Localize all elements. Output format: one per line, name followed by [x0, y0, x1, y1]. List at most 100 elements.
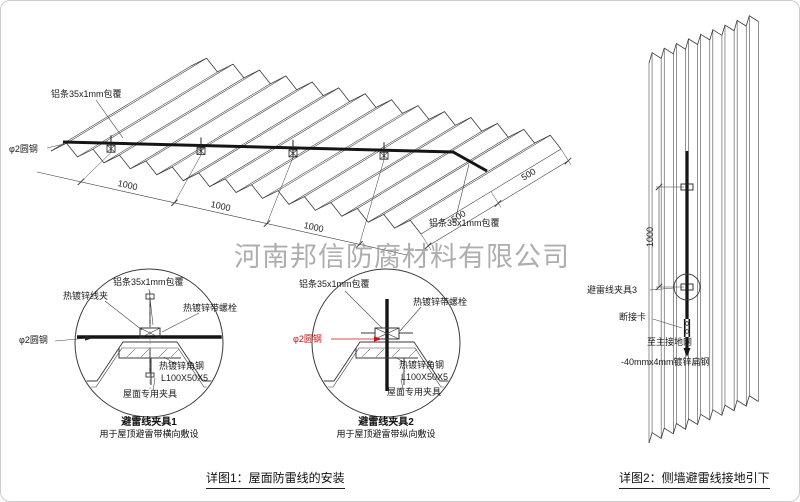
leader-line — [455, 163, 470, 218]
corrugation-ridge-line — [262, 113, 403, 199]
detail2-title: 避雷线夹具2 — [358, 417, 414, 428]
angle-steel — [118, 348, 181, 359]
corrugation-ridge-line — [341, 131, 482, 217]
wall-clamp3-label: 避雷线夹具3 — [587, 285, 638, 295]
wall-top-profile — [648, 15, 759, 64]
clamp-hatch — [288, 149, 298, 158]
leader-line — [394, 356, 406, 364]
detail2-rod-label: φ2圆钢 — [293, 334, 322, 344]
roof-strip-label-top: 铝条35x1mm包覆 — [51, 89, 122, 99]
corrugation-ridge-line — [156, 89, 297, 175]
leader-line — [104, 300, 143, 331]
dimension-texts: 1000 1000 1000 500 500 1000 — [117, 166, 655, 247]
corrugation-ridge-line — [92, 63, 234, 150]
wire-clamp — [288, 149, 298, 158]
dim-tick — [494, 199, 502, 208]
corrugation-ridge-line — [383, 129, 524, 215]
detail2-circle — [311, 268, 461, 418]
detail1-rod-label: φ2圆钢 — [19, 335, 48, 345]
corrugation-ridge-line — [330, 117, 472, 203]
detail2-strip-label: 铝条35x1mm包覆 — [299, 279, 370, 289]
dim-line-bottom — [36, 171, 408, 256]
section-hatch — [140, 348, 150, 358]
detail2-angle-size-label: L100X50X5 — [401, 372, 449, 382]
dim-tick — [564, 157, 572, 165]
corrugation-ridge-line — [66, 57, 207, 144]
corrugation-ridge-line — [315, 125, 456, 211]
roof-rod-label: φ2圆钢 — [9, 144, 38, 154]
corrugation-ridge-line — [198, 87, 339, 174]
arrowhead — [85, 335, 93, 341]
dim-bottom-1: 1000 — [117, 178, 139, 192]
corrugation-ridge-line — [357, 123, 498, 209]
wall-ground-label: 至主接地网 — [647, 337, 693, 347]
section-hatch — [375, 348, 385, 358]
leader-line — [652, 318, 683, 329]
wall-bottom-profile — [648, 395, 759, 444]
detail1-clipped — [76, 291, 222, 389]
leader-lines — [46, 99, 683, 392]
angle-steel — [355, 348, 418, 359]
arrowhead-red — [374, 336, 382, 342]
clamp-hatch — [196, 147, 206, 155]
extension-line — [420, 233, 432, 251]
leader-line — [95, 99, 124, 139]
leader-line — [46, 143, 65, 149]
disconnect-bolt — [684, 329, 690, 334]
wire-clamp — [106, 144, 116, 153]
dim-tick — [424, 242, 432, 250]
wall-flat-steel-label: -40mmx4mm镀锌扁钢 — [621, 357, 710, 367]
ground-arrow — [683, 348, 691, 357]
dim-wall-1000: 1000 — [645, 227, 655, 247]
corrugation-ridge-line — [288, 119, 430, 205]
corrugation-ridge-line — [410, 135, 551, 221]
detail1-angle-label: 热镀锌角钢 — [159, 361, 205, 371]
extension-line — [490, 191, 502, 208]
extension-line — [359, 159, 385, 245]
leader-line — [400, 378, 404, 390]
wire-clamp — [196, 147, 206, 155]
roof-strip-label-right: 铝条35x1mm包覆 — [429, 218, 500, 228]
section-hatch — [361, 348, 371, 358]
dim-right-2: 500 — [519, 166, 537, 182]
corrugation-ridge-line — [103, 77, 245, 164]
leader-line — [344, 290, 383, 329]
roof-back-profile — [190, 57, 562, 150]
corrugation-ridge-line — [209, 101, 350, 187]
disconnect-bolt — [684, 321, 690, 326]
detail1-fixture-label: 屋面专用夹具 — [123, 389, 178, 399]
wire-clamp — [379, 151, 389, 160]
leader-line — [148, 288, 154, 326]
corrugation-ridge-line — [50, 65, 192, 152]
clamp-hatch — [106, 145, 116, 153]
clip-hatch — [374, 327, 400, 340]
detail2-linework — [311, 268, 461, 418]
dim-tick — [655, 183, 663, 191]
section-hatch — [408, 348, 418, 358]
extension-line — [174, 154, 202, 203]
corrugation-ridge-line — [119, 69, 260, 156]
extension-line — [560, 148, 572, 166]
detail1-clip-label: 热镀锌线夹 — [63, 291, 109, 301]
corrugation-ridge-line — [304, 111, 445, 197]
detail1-strip-label: 铝条35x1mm包覆 — [113, 277, 184, 287]
detail1-subtitle: 用于屋顶避雷带横向敷设 — [99, 429, 199, 439]
leader-line — [399, 306, 422, 332]
corrugation-ridge-line — [183, 95, 324, 181]
leader-line — [163, 356, 178, 366]
detail2-angle-label: 热镀锌角钢 — [399, 360, 445, 370]
roof-front-profile — [50, 142, 422, 235]
detail2-subtitle: 用于屋顶避雷带纵向敷设 — [336, 429, 436, 439]
caption-detail2: 详图2：侧墙避雷线接地引下 — [619, 469, 770, 489]
extension-line — [80, 152, 112, 183]
section-hatch — [126, 348, 136, 358]
detail2-bolt-label: 热镀锌带螺栓 — [413, 297, 468, 307]
section-hatch — [170, 348, 180, 358]
dim-bottom-3: 1000 — [303, 220, 325, 234]
corrugation-ridge-line — [172, 81, 313, 168]
corrugation-ridge-line — [368, 136, 509, 223]
leader-line — [152, 377, 156, 392]
detail1-circle — [74, 268, 224, 418]
